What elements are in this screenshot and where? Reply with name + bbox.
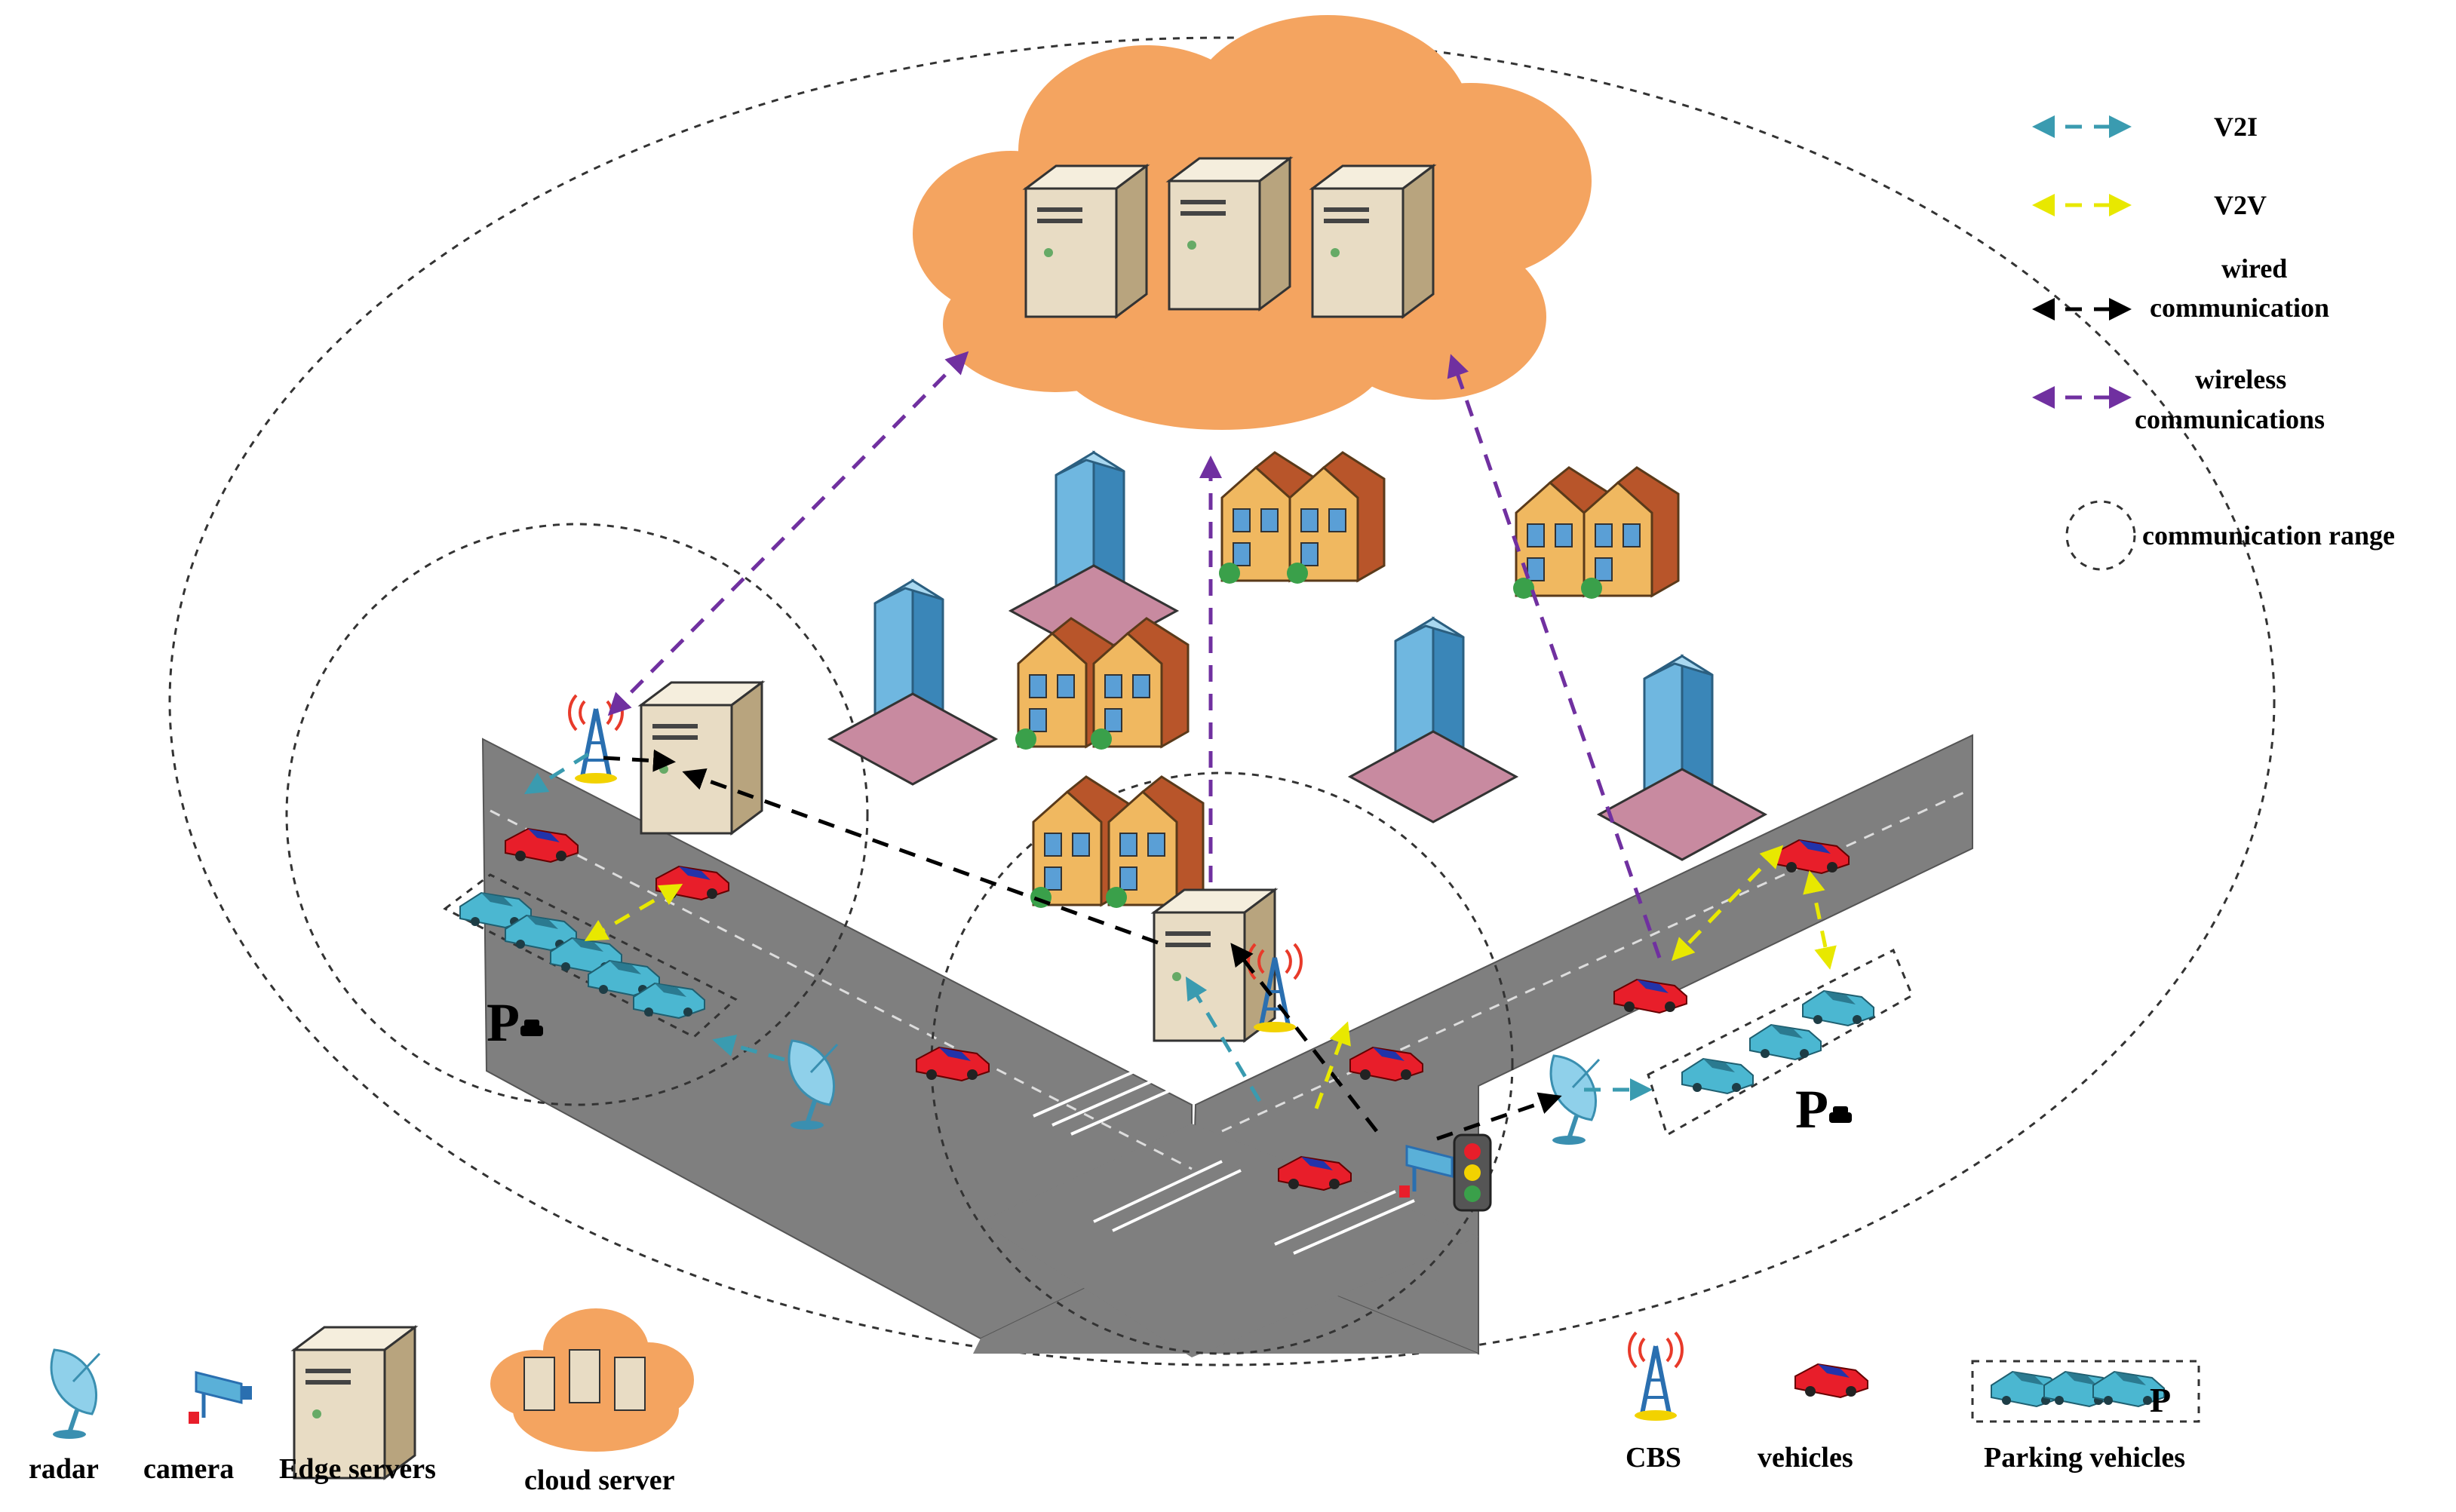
camera-icon <box>189 1372 252 1424</box>
wireless-links <box>607 351 1662 958</box>
parking-vehicles-icon: P <box>1971 1360 2200 1423</box>
legend-range: communication range <box>2065 500 2395 571</box>
vehicle-icon <box>1794 1363 1868 1398</box>
overall-coverage-range <box>168 36 2276 1366</box>
camera-label: camera <box>143 1453 234 1485</box>
legend-wired-line2: communication <box>2150 293 2329 323</box>
wired-links <box>603 749 1562 1141</box>
legend-v2v-label: V2V <box>2214 190 2267 220</box>
legend-wireless-line2: communications <box>2135 404 2325 434</box>
traffic-light <box>1453 1133 1492 1212</box>
parking-zone-left: P <box>443 873 738 1053</box>
cloud-server-icon <box>490 1308 694 1452</box>
radar-right <box>1551 1056 1599 1145</box>
legend-range-label: communication range <box>2142 520 2395 551</box>
cloud-server-cluster <box>913 15 1592 430</box>
parking-zone-right: P <box>1647 948 1914 1139</box>
edge-server-center <box>1153 888 1276 1042</box>
legend-wireless-line1: wireless <box>2195 364 2286 394</box>
cbs-icon <box>1629 1333 1682 1421</box>
edge-server-left <box>640 681 763 835</box>
vehicles-label: vehicles <box>1758 1442 1853 1474</box>
radar-label: radar <box>29 1453 99 1485</box>
legend-v2v: V2V <box>2032 190 2267 220</box>
parking-sign-right: P <box>1795 1079 1828 1139</box>
legend-wireless: wireless communications <box>2032 364 2325 434</box>
cloud-server-label: cloud server <box>524 1464 675 1496</box>
legend-v2i: V2I <box>2032 112 2258 142</box>
parking-sign-left: P <box>487 992 520 1053</box>
icon-legend: radar camera Edge servers cloud server C… <box>29 1308 2200 1496</box>
radar-icon <box>51 1350 100 1439</box>
parking-vehicles-label: Parking vehicles <box>1984 1442 2185 1474</box>
v2i-links <box>523 752 1653 1103</box>
cbs-label: CBS <box>1626 1442 1681 1474</box>
legend-v2i-label: V2I <box>2214 112 2258 142</box>
parking-sign-icon: P <box>2150 1381 2171 1419</box>
edge-servers-label: Edge servers <box>279 1453 436 1485</box>
v2v-links <box>584 845 1837 1109</box>
legend-wired-line1: wired <box>2221 253 2287 284</box>
legend: V2I V2V wired communication wireless com… <box>2032 112 2395 571</box>
edge-range-left <box>285 523 869 1106</box>
legend-wired: wired communication <box>2032 253 2329 323</box>
city-buildings <box>828 451 1767 909</box>
